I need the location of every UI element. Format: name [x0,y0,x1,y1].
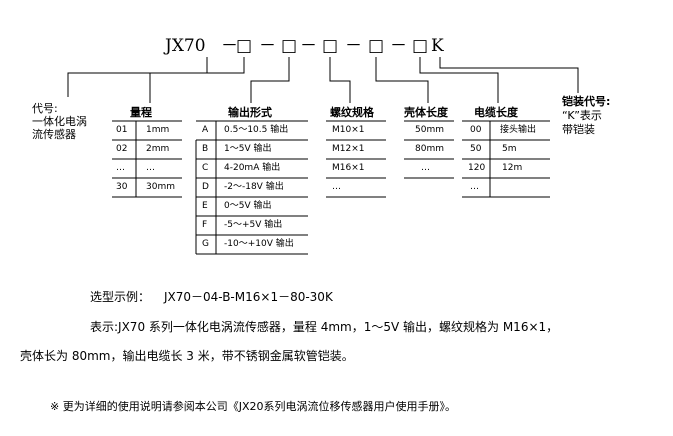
model-dash-5: － [390,36,407,56]
thread-value: M12×1 [332,144,365,154]
output-code: B [202,144,209,154]
output-code: E [202,201,208,211]
armor-desc-2: 带铠装 [562,123,595,136]
output-value: 4-20mA 输出 [224,163,281,173]
sensor-type-label: 代号: [32,102,58,115]
cable-value: 接头输出 [500,125,537,135]
housing-value: 80mm [415,144,444,154]
thread-value: M16×1 [332,163,365,173]
model-dash-4: － [345,36,362,56]
range-header: 量程 [130,106,152,119]
range-value: 1mm [146,125,170,135]
cable-value: 12m [502,163,523,173]
model-dash-2: － [259,36,276,56]
manual-note: ※ 更为详细的使用说明请参阅本公司《JX20系列电涡流位移传感器用户使用手册》。 [50,400,456,413]
output-code: G [202,239,209,249]
output-code: F [202,220,208,230]
cable-header: 电缆长度 [474,106,518,119]
range-code: 30 [116,182,128,192]
model-prefix: JX70 [165,36,206,56]
model-box-thread: □ [322,36,339,56]
range-value: 30mm [146,182,175,192]
sensor-type-desc-2: 流传感器 [32,128,76,141]
example-label: 选型示例： [90,290,151,304]
output-value: -10～+10V 输出 [224,239,294,249]
cable-code: 120 [468,163,486,173]
range-code: … [116,163,125,173]
cable-value: 5m [502,144,517,154]
armor-label: 铠装代号: [562,95,611,108]
model-box-output: □ [281,36,298,56]
output-value: 1～5V 输出 [224,144,272,154]
range-value: … [146,163,155,173]
output-value: 0.5～10.5 输出 [224,125,289,135]
example-desc-line1: 表示:JX70 系列一体化电涡流传感器，量程 4mm，1～5V 输出，螺纹规格为… [90,320,559,334]
model-box-housing: □ [368,36,385,56]
model-dash-1: － [221,36,238,56]
model-box-range: □ [236,36,253,56]
housing-value: 50mm [415,125,444,135]
output-code: D [202,182,209,192]
thread-value: … [332,182,341,192]
output-code: A [202,125,209,135]
range-code: 01 [116,125,128,135]
model-dash-3: － [300,36,317,56]
armor-desc-1: “K”表示 [562,109,602,122]
range-value: 2mm [146,144,170,154]
example-code: JX70－04-B-M16×1－80-30K [164,290,333,304]
sensor-type-desc-1: 一体化电涡 [32,115,87,128]
thread-value: M10×1 [332,125,365,135]
output-code: C [202,163,209,173]
output-header: 输出形式 [228,106,272,119]
range-code: 02 [116,144,128,154]
housing-value: … [421,163,430,173]
output-value: 0～5V 输出 [224,201,272,211]
example-desc-line2: 壳体长为 80mm，输出电缆长 3 米，带不锈钢金属软管铠装。 [20,349,354,363]
thread-header: 螺纹规格 [330,106,374,119]
model-box-cable: □ [412,36,429,56]
cable-code: … [470,182,479,192]
cable-code: 50 [470,144,482,154]
output-value: -5～+5V 输出 [224,220,283,230]
model-suffix: K [431,36,444,56]
housing-header: 壳体长度 [404,106,448,119]
cable-code: 00 [470,125,482,135]
output-value: -2～-18V 输出 [224,182,284,192]
